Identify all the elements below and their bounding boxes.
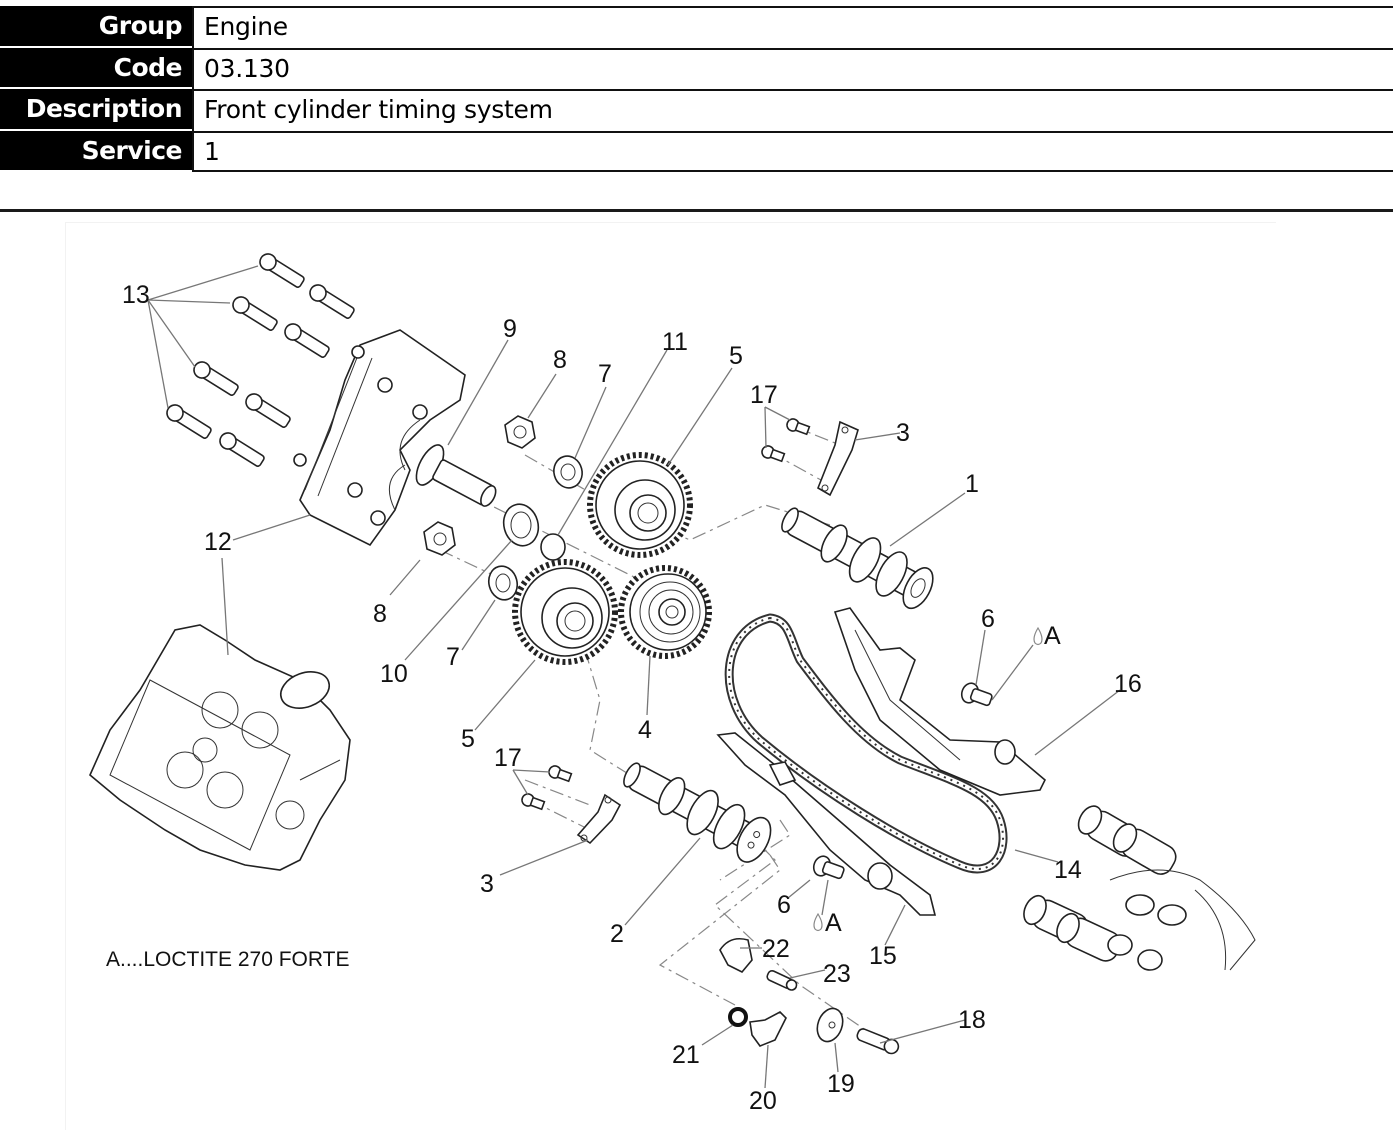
callout-13: 13: [122, 281, 150, 309]
service-value: 1: [192, 130, 1393, 172]
callout-2: 2: [610, 920, 624, 948]
callout-12: 12: [204, 528, 232, 556]
camshaft-gear-5-lower: [512, 559, 618, 665]
description-label: Description: [0, 89, 192, 131]
chain-guide-16: [833, 607, 1046, 796]
nut-8-upper: [504, 415, 536, 449]
callout-3-upper: 3: [896, 419, 910, 447]
callout-1: 1: [965, 470, 979, 498]
callout-9: 9: [503, 315, 517, 343]
bolts-13: [166, 253, 355, 467]
callout-6-upper: 6: [981, 605, 995, 633]
callout-5-upper: 5: [729, 342, 743, 370]
callout-3-lower: 3: [480, 870, 494, 898]
decompressor-weight-22: [719, 937, 753, 973]
callout-21: 21: [672, 1041, 700, 1069]
group-value: Engine: [192, 6, 1393, 48]
nut-8-lower: [423, 521, 456, 556]
washer-10: [502, 503, 540, 547]
description-value: Front cylinder timing system: [192, 89, 1393, 131]
callout-19: 19: [827, 1070, 855, 1098]
adhesive-marker-upper: A: [1044, 622, 1061, 650]
camshaft-1: [781, 507, 934, 610]
callout-18: 18: [958, 1006, 986, 1034]
callout-17-lower: 17: [494, 744, 522, 772]
adhesive-marker-lower: A: [825, 909, 842, 937]
screws-17: [521, 418, 811, 811]
callout-labels: 13 12 9 8 7 11 5 17 3 1 8 10 7 5 4 17 3 …: [122, 281, 1142, 1115]
timing-chain-14: [724, 613, 1008, 874]
chain-tensioner-slipper-15: [716, 732, 937, 916]
cylinder-head-12: [89, 624, 351, 871]
callout-17-upper: 17: [750, 381, 778, 409]
info-row-service: Service 1: [0, 130, 1393, 172]
callout-22: 22: [762, 935, 790, 963]
spring-21: [728, 1007, 748, 1027]
leader-lines: [147, 265, 1121, 1089]
plate-3-lower: [576, 793, 622, 845]
idler-shaft-9: [415, 444, 497, 507]
camshaft-carrier-12: [293, 329, 466, 547]
callout-7-upper: 7: [598, 360, 612, 388]
code-value: 03.130: [192, 47, 1393, 89]
callout-15: 15: [869, 942, 897, 970]
callout-4: 4: [638, 716, 652, 744]
adhesive-drop-icon-lower: [813, 912, 823, 932]
camshaft-2: [623, 762, 772, 863]
info-row-group: Group Engine: [0, 6, 1393, 48]
pin-23: [766, 969, 798, 991]
callout-7-lower: 7: [446, 643, 460, 671]
pin-6-lower: [812, 855, 845, 880]
part-info-table: Group Engine Code 03.130 Description Fro…: [0, 6, 1393, 172]
washer-7-upper: [553, 455, 583, 489]
washer-7-lower: [487, 565, 519, 601]
info-row-code: Code 03.130: [0, 47, 1393, 89]
callout-8-upper: 8: [553, 346, 567, 374]
callout-5-lower: 5: [461, 725, 475, 753]
callout-14: 14: [1054, 856, 1082, 884]
adhesive-drop-icon-upper: [1033, 626, 1043, 646]
callout-20: 20: [749, 1087, 777, 1115]
idler-gear-4: [618, 565, 712, 659]
decompressor-lever-20: [749, 1011, 787, 1047]
service-label: Service: [0, 130, 192, 172]
screw-18: [856, 1028, 900, 1055]
group-label: Group: [0, 6, 192, 48]
section-divider: [0, 209, 1393, 212]
camshaft-gear-5-upper: [587, 452, 693, 558]
plate-3-upper: [817, 420, 859, 497]
callout-16: 16: [1114, 670, 1142, 698]
code-label: Code: [0, 47, 192, 89]
adhesive-note: A....LOCTITE 270 FORTE: [106, 948, 350, 971]
callout-23: 23: [823, 960, 851, 988]
pin-6-upper: [960, 682, 993, 707]
washer-19: [816, 1007, 844, 1043]
callout-8-lower: 8: [373, 600, 387, 628]
callout-10: 10: [380, 660, 408, 688]
valve-assemblies: [1023, 805, 1256, 971]
callout-6-lower: 6: [777, 891, 791, 919]
o-ring-11: [540, 533, 566, 561]
info-row-description: Description Front cylinder timing system: [0, 89, 1393, 131]
callout-11: 11: [662, 328, 688, 356]
